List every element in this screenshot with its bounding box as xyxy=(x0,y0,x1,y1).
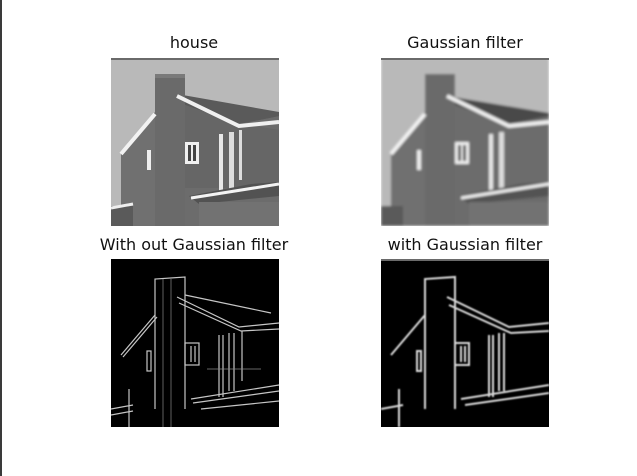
panel-title-edges-smoothed: with Gaussian filter xyxy=(387,235,543,254)
panel-title-house: house xyxy=(169,33,219,52)
house-image xyxy=(111,58,279,226)
panel-title-edges-raw: With out Gaussian filter xyxy=(99,235,289,254)
edge-image-without-gaussian xyxy=(111,259,279,427)
edge-image-with-gaussian xyxy=(381,259,549,427)
window-left-border xyxy=(0,0,2,476)
gaussian-filtered-image xyxy=(381,58,549,226)
panel-title-gaussian: Gaussian filter xyxy=(407,33,523,52)
